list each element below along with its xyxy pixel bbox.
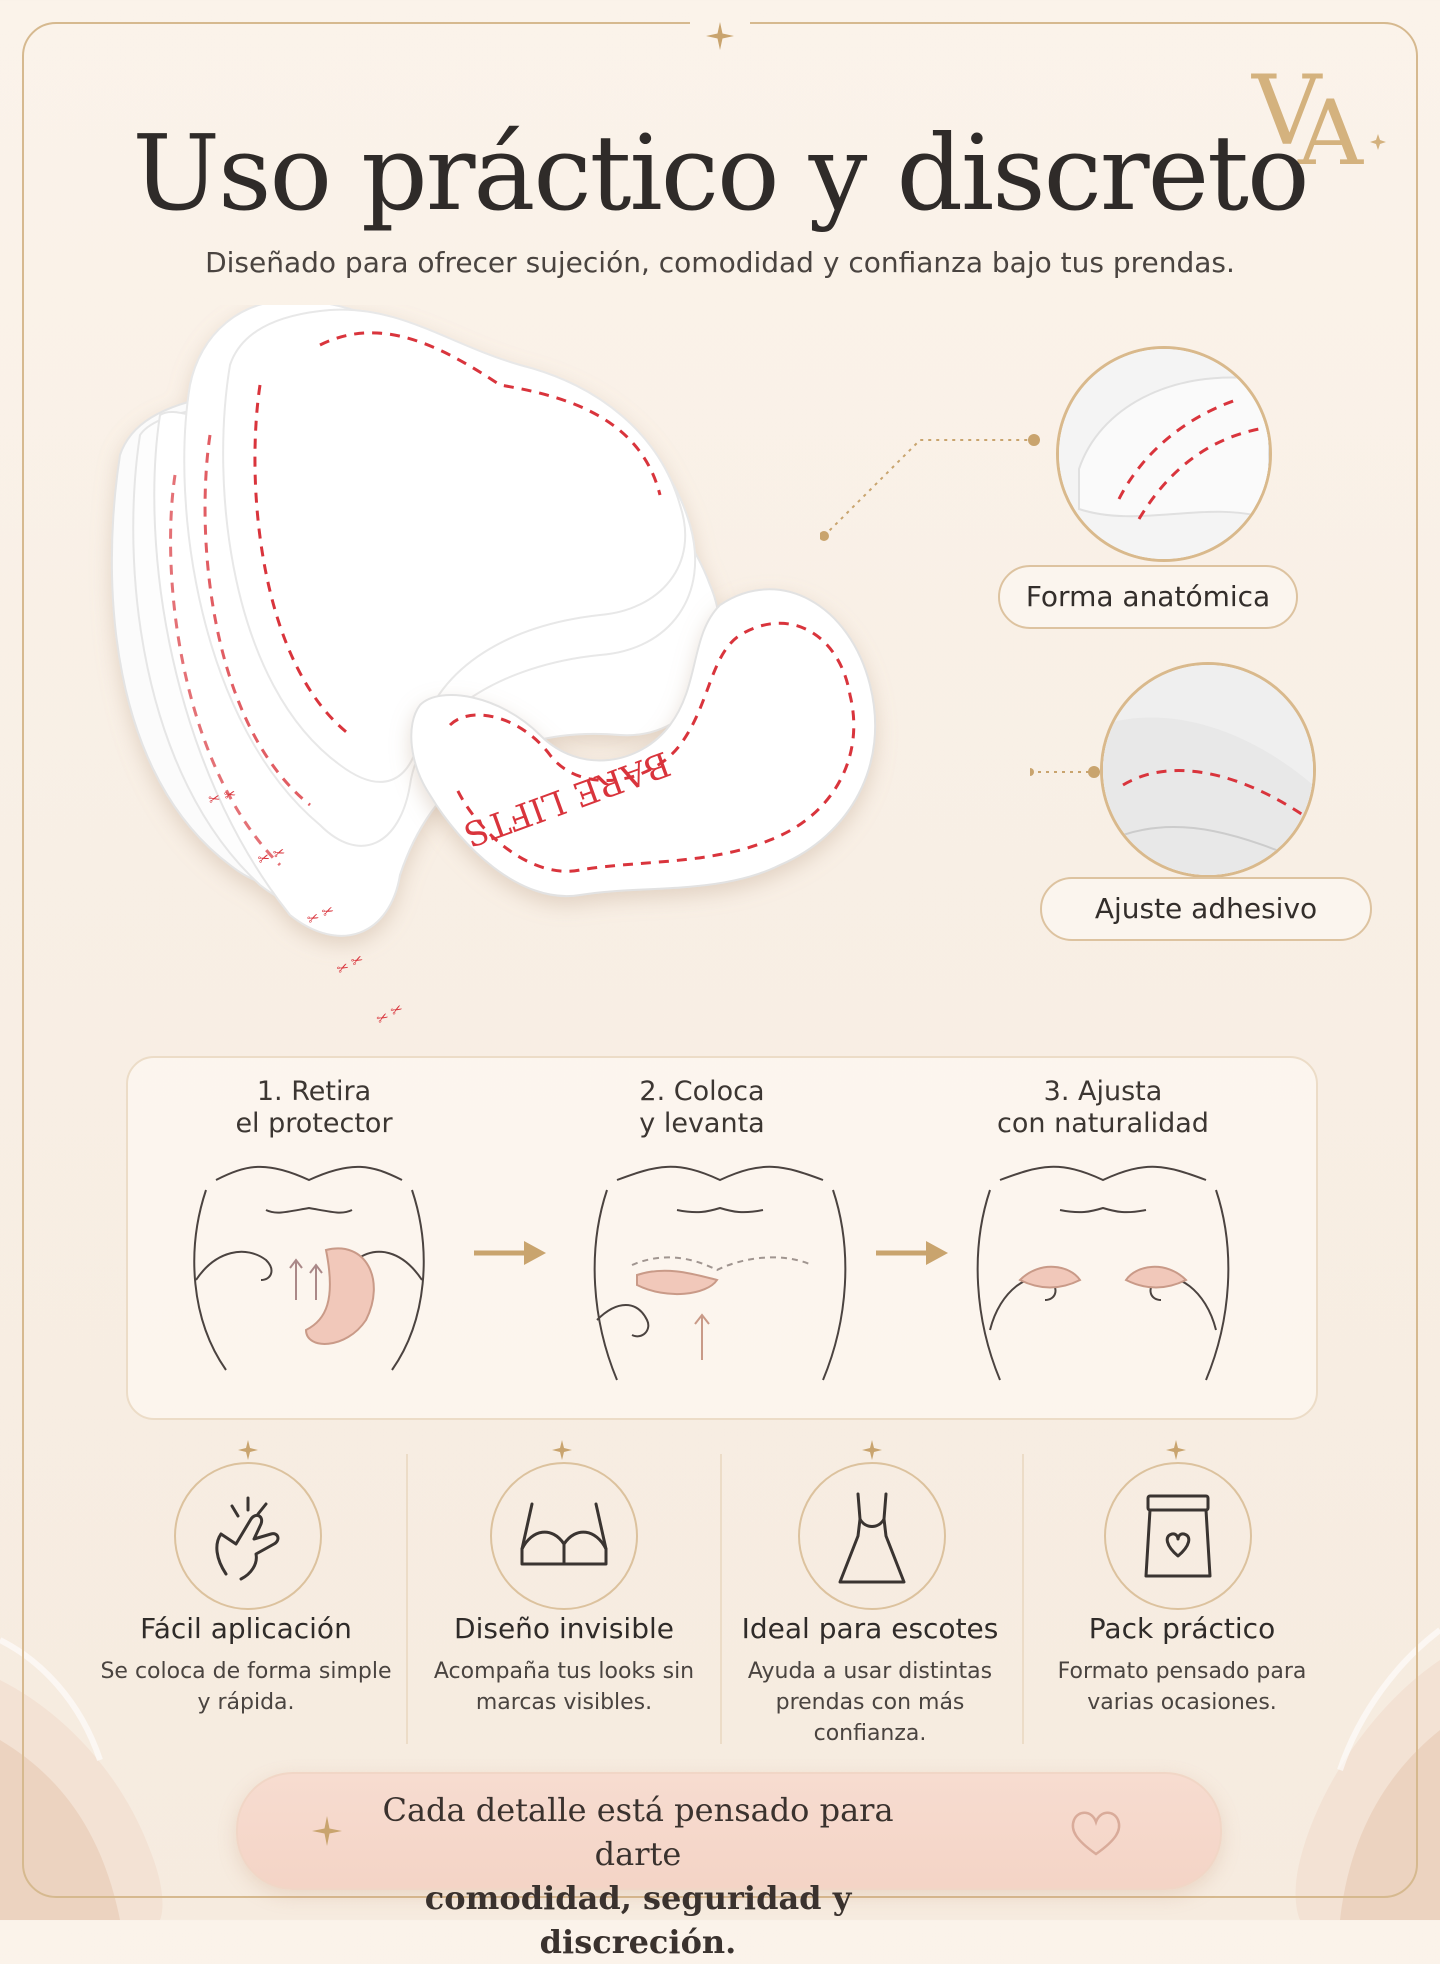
- feature-desc: Se coloca de forma simple y rápida.: [100, 1659, 392, 1715]
- callout-connector-1: [820, 434, 1040, 541]
- logo-v-glyph: V: [1251, 55, 1323, 167]
- arrow-right-icon: [474, 1241, 546, 1265]
- sparkle-icon: [862, 1440, 882, 1460]
- sparkle-icon: [312, 1816, 342, 1846]
- svg-text:✂ ✂: ✂ ✂: [374, 1001, 406, 1029]
- bra-icon: [490, 1462, 638, 1610]
- feature-title: Fácil aplicación: [140, 1612, 352, 1645]
- steps-panel: [126, 1056, 1318, 1420]
- sparkle-icon: [1166, 1440, 1186, 1460]
- feature-title: Ideal para escotes: [741, 1612, 999, 1645]
- step-1-illustration: [193, 1165, 425, 1371]
- banner-text: Cada detalle está pensado para darte com…: [382, 1791, 894, 1961]
- page-subtitle: Diseñado para ofrecer sujeción, comodida…: [205, 246, 1235, 279]
- svg-text:✂ ✂: ✂ ✂: [334, 951, 366, 978]
- step-3-illustration: [976, 1165, 1230, 1381]
- feature-divider: [720, 1454, 722, 1744]
- arrow-right-icon: [876, 1241, 948, 1265]
- feature-title: Pack práctico: [1088, 1612, 1276, 1645]
- brand-logo: V A: [1250, 52, 1390, 186]
- logo-a-glyph: A: [1297, 81, 1364, 172]
- feature-title: Diseño invisible: [454, 1612, 674, 1645]
- step-2-illustration: [593, 1165, 847, 1381]
- sparkle-icon: [706, 22, 734, 50]
- callout-image-adhesive: [1100, 662, 1316, 878]
- feature-desc: Acompaña tus looks sin marcas visibles.: [433, 1659, 695, 1715]
- feature-desc: Formato pensado para varias ocasiones.: [1057, 1659, 1307, 1715]
- sparkle-icon: [552, 1440, 572, 1460]
- callout-label-ajuste: Ajuste adhesivo: [1040, 877, 1372, 941]
- pack-heart-icon: [1104, 1462, 1252, 1610]
- product-image: ✂ ✂ ✂ ✂ ✂ ✂ ✂ ✂ ✂ ✂ BARE LIFTS: [110, 305, 877, 1029]
- sparkle-icon: [238, 1440, 258, 1460]
- heart-icon: [1071, 1811, 1121, 1856]
- callout-connector-2: [1030, 766, 1100, 778]
- hand-tap-icon: [174, 1462, 322, 1610]
- page-title: Uso práctico y discreto: [132, 112, 1309, 234]
- callout-image-shape: [1056, 346, 1272, 562]
- closing-banner: Cada detalle está pensado para darte com…: [236, 1772, 1222, 1961]
- callout-label-forma: Forma anatómica: [998, 565, 1298, 629]
- svg-text:✂ ✂: ✂ ✂: [207, 786, 238, 809]
- dress-icon: [798, 1462, 946, 1610]
- feature-desc: Ayuda a usar distintas prendas con más c…: [747, 1659, 993, 1746]
- feature-divider: [406, 1454, 408, 1744]
- feature-divider: [1022, 1454, 1024, 1744]
